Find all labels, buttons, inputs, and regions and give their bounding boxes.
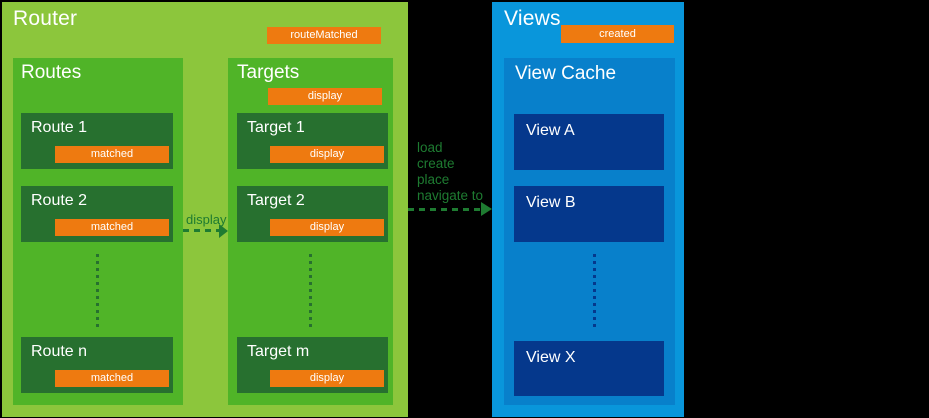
display-event-badge: display [268,88,382,105]
navigate-arrow-labels: load create place navigate to [417,140,483,204]
view-cache-group: View Cache View A View B View X [504,58,675,405]
navigate-arrow-head-icon [481,202,492,216]
router-panel: Router routeMatched Routes Route 1 match… [2,2,408,417]
view-item: View X [514,341,664,396]
created-event-badge: created [561,25,674,43]
matched-badge: matched [55,370,169,387]
route-item: Route n matched [21,337,173,393]
targets-group: Targets display Target 1 display Target … [228,58,393,405]
route-item-label: Route 2 [31,192,88,209]
target-item: Target 2 display [237,186,388,242]
matched-badge: matched [55,146,169,163]
target-item-label: Target 2 [247,192,305,209]
route-matched-event-badge: routeMatched [267,27,381,44]
display-badge: display [270,219,384,236]
navigate-arrow-label: place [417,172,450,187]
matched-badge: matched [55,219,169,236]
ellipsis-dots [96,254,99,328]
route-item-label: Route n [31,343,88,360]
view-item: View B [514,186,664,242]
view-item: View A [514,114,664,170]
display-arrow-line [183,229,220,232]
router-title: Router [13,7,78,30]
display-badge: display [270,370,384,387]
route-item: Route 2 matched [21,186,173,242]
ellipsis-dots [309,254,312,328]
navigate-arrow-label: load [417,140,443,155]
target-item: Target m display [237,337,388,393]
navigate-arrow-label: create [417,156,455,171]
target-item-label: Target m [247,343,310,360]
route-item: Route 1 matched [21,113,173,169]
display-arrow-label: display [186,212,227,227]
view-cache-title: View Cache [515,63,617,84]
views-panel: Views created View Cache View A View B V… [492,2,684,417]
view-item-label: View B [526,194,576,211]
navigate-arrow-label: navigate to [417,188,484,203]
views-title: Views [504,7,561,30]
navigate-arrow-line [408,208,481,211]
routes-title: Routes [21,62,82,83]
target-item: Target 1 display [237,113,388,169]
route-item-label: Route 1 [31,119,88,136]
targets-title: Targets [237,62,300,83]
display-arrow-head-icon [219,224,228,238]
routes-group: Routes Route 1 matched Route 2 matched R… [13,58,183,405]
target-item-label: Target 1 [247,119,305,136]
view-item-label: View A [526,122,575,139]
view-item-label: View X [526,349,576,366]
ellipsis-dots [593,254,596,328]
display-badge: display [270,146,384,163]
